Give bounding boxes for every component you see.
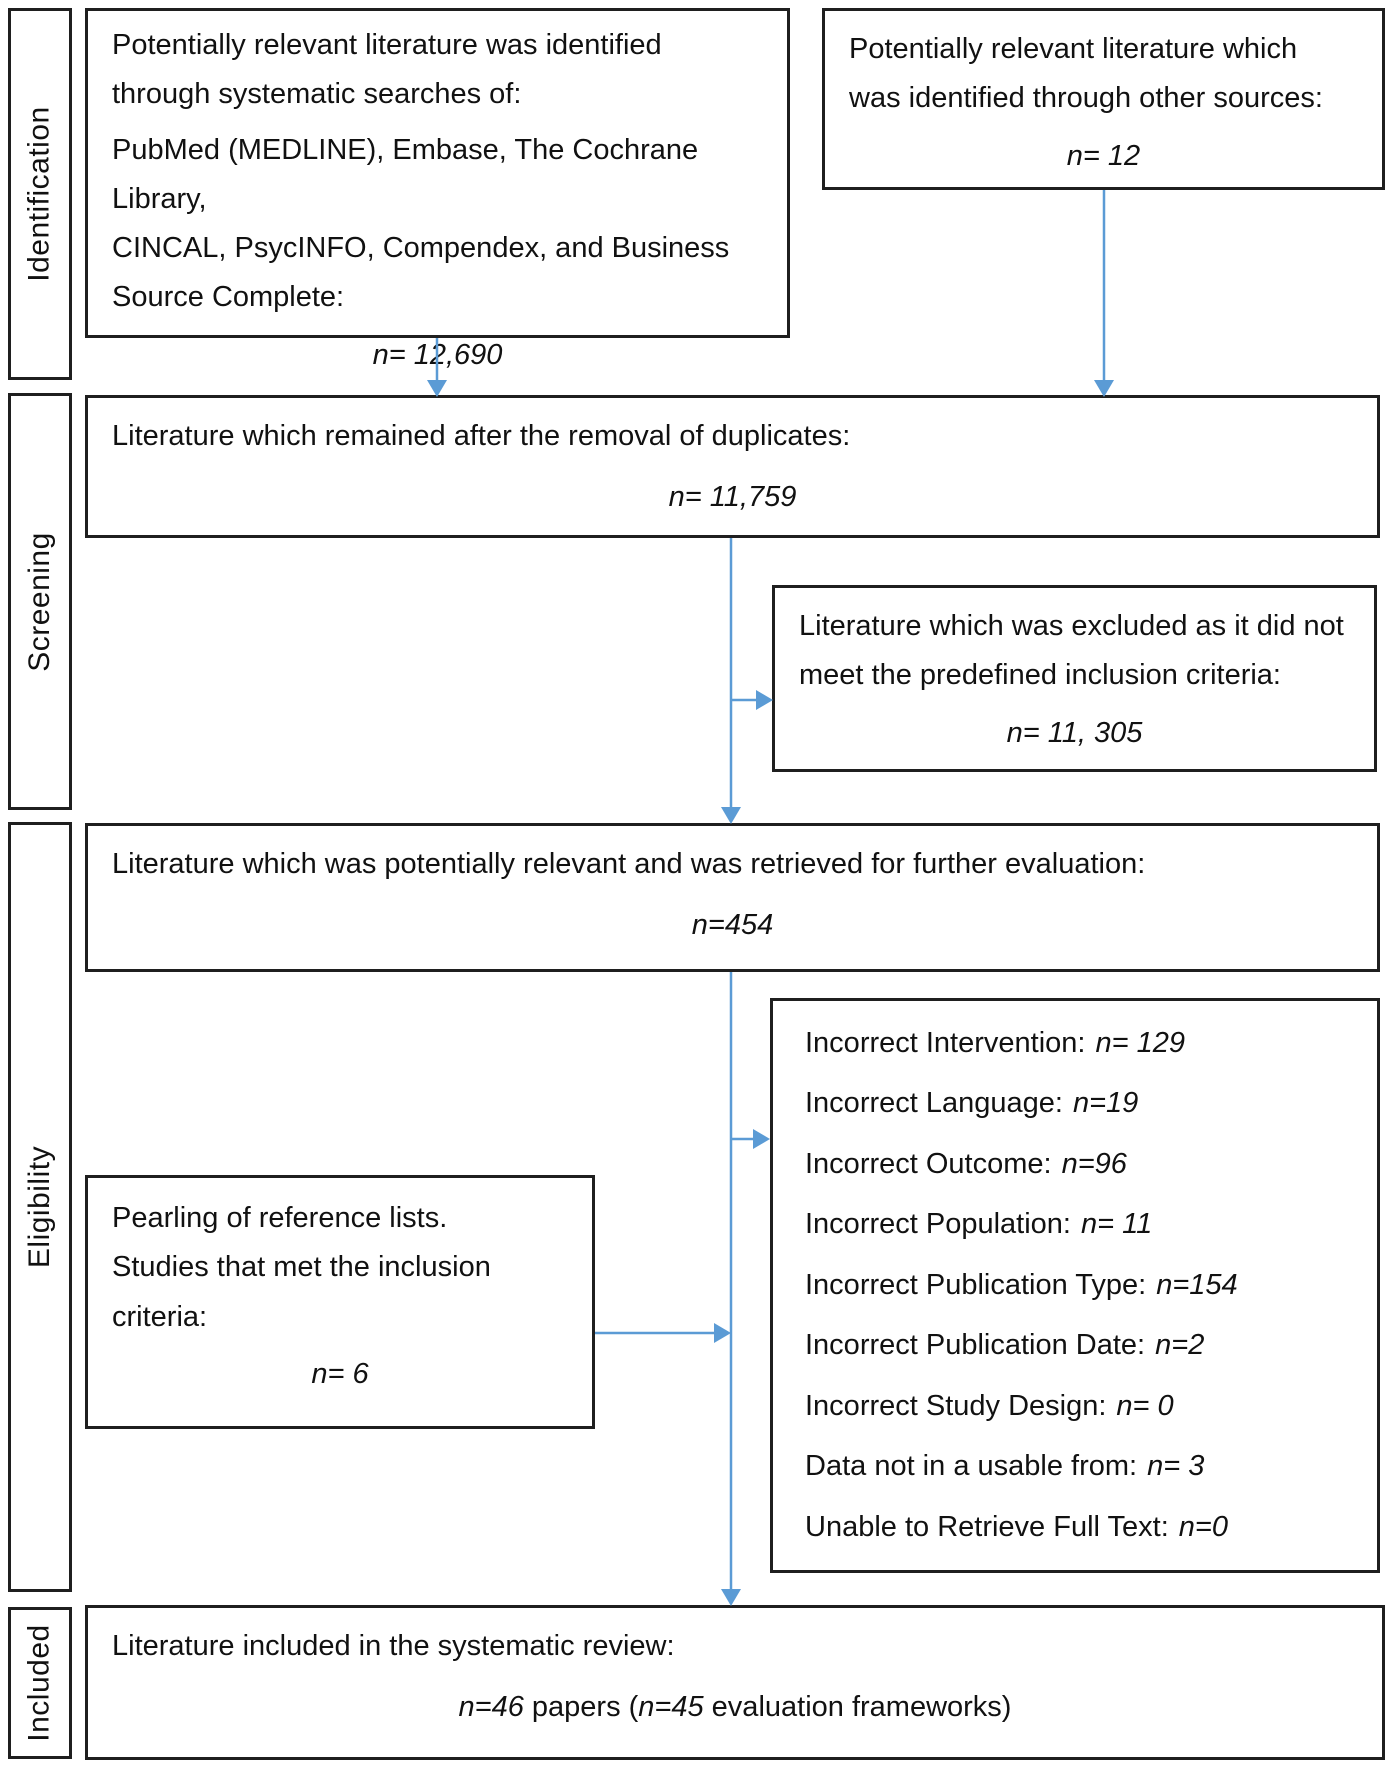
- exclusion-reason-item: Incorrect Outcome: n=96: [805, 1140, 1367, 1189]
- exclusion-reason-item: Incorrect Population: n= 11: [805, 1200, 1367, 1249]
- exclusion-reason-item: Incorrect Publication Type: n=154: [805, 1261, 1367, 1310]
- included-count-text-1: papers (: [523, 1691, 639, 1724]
- exclusion-reason-label: Incorrect Study Design:: [805, 1389, 1107, 1422]
- arrow-retrieved-to-included: [721, 972, 741, 1606]
- arrow-other-sources-to-dedup: [1094, 190, 1114, 397]
- dedup-description: Literature which remained after the remo…: [112, 420, 851, 452]
- stage-label-included-text: Included: [23, 1624, 56, 1742]
- stage-label-screening-text: Screening: [23, 531, 56, 672]
- exclusion-reason-item: Incorrect Study Design: n= 0: [805, 1382, 1367, 1431]
- identified-count: n= 12,690: [372, 338, 503, 371]
- exclusion-reason-value: n=154: [1156, 1268, 1238, 1301]
- other-sources-count: n= 12: [1066, 139, 1141, 172]
- box-other-sources: Potentially relevant literature which wa…: [822, 8, 1385, 190]
- excluded-count: n= 11, 305: [1006, 716, 1143, 749]
- exclusion-reason-item: Data not in a usable from: n= 3: [805, 1442, 1367, 1491]
- retrieved-count: n=454: [691, 909, 774, 942]
- exclusion-reason-label: Unable to Retrieve Full Text:: [805, 1511, 1169, 1543]
- box-excluded-screening: Literature which was excluded as it did …: [772, 585, 1377, 772]
- pearling-description: Pearling of reference lists. Studies tha…: [112, 1202, 491, 1333]
- exclusion-reason-value: n= 11: [1080, 1208, 1153, 1241]
- exclusion-reason-label: Incorrect Population:: [805, 1208, 1071, 1241]
- stage-label-identification-text: Identification: [23, 106, 57, 282]
- exclusion-reason-label: Incorrect Language:: [805, 1087, 1063, 1120]
- exclusion-reason-value: n= 0: [1116, 1389, 1174, 1422]
- included-count-text-2: evaluation frameworks): [703, 1691, 1012, 1724]
- box-retrieved-for-evaluation: Literature which was potentially relevan…: [85, 823, 1380, 972]
- retrieved-description: Literature which was potentially relevan…: [112, 848, 1146, 880]
- stage-label-eligibility-text: Eligibility: [23, 1145, 56, 1269]
- exclusion-reason-label: Data not in a usable from:: [805, 1450, 1138, 1483]
- exclusion-reason-label: Incorrect Outcome:: [805, 1147, 1052, 1180]
- pearling-count: n= 6: [311, 1357, 369, 1390]
- dedup-count: n= 11,759: [668, 481, 797, 514]
- exclusion-reason-item: Incorrect Language: n=19: [805, 1079, 1367, 1128]
- arrow-branch-to-exclusion-reasons: [731, 1129, 770, 1149]
- box-after-duplicate-removal: Literature which remained after the remo…: [85, 395, 1380, 538]
- exclusion-reason-label: Incorrect Publication Type:: [805, 1268, 1147, 1301]
- box-included-in-review: Literature included in the systematic re…: [85, 1605, 1385, 1760]
- exclusion-reason-label: Incorrect Intervention:: [805, 1026, 1086, 1059]
- exclusion-reason-item: Unable to Retrieve Full Text: n=0: [805, 1503, 1367, 1552]
- included-count-papers: n=46: [458, 1691, 524, 1724]
- other-sources-description: Potentially relevant literature which wa…: [849, 33, 1323, 115]
- identified-databases: PubMed (MEDLINE), Embase, The Cochrane L…: [112, 133, 730, 314]
- stage-label-included: Included: [8, 1607, 72, 1759]
- stage-label-eligibility: Eligibility: [8, 822, 72, 1592]
- stage-label-identification: Identification: [8, 8, 72, 380]
- identified-description: Potentially relevant literature was iden…: [112, 29, 662, 111]
- box-pearling: Pearling of reference lists. Studies tha…: [85, 1175, 595, 1429]
- exclusion-reason-label: Incorrect Publication Date:: [805, 1329, 1146, 1362]
- exclusion-reason-value: n= 3: [1147, 1450, 1205, 1483]
- excluded-description: Literature which was excluded as it did …: [799, 610, 1344, 692]
- exclusion-reason-item: Incorrect Publication Date: n=2: [805, 1321, 1367, 1370]
- stage-label-screening: Screening: [8, 393, 72, 810]
- included-count: n=46 papers (n=45 evaluation frameworks): [112, 1683, 1358, 1732]
- exclusion-reason-value: n= 129: [1095, 1026, 1185, 1059]
- exclusion-reason-value: n=2: [1155, 1329, 1205, 1362]
- exclusion-reason-value: n=0: [1178, 1511, 1228, 1543]
- exclusion-reason-value: n=19: [1072, 1087, 1139, 1120]
- exclusion-reason-item: Incorrect Intervention: n= 129: [805, 1019, 1367, 1068]
- arrow-pearling-to-flow: [595, 1323, 731, 1343]
- box-identified-systematic-search: Potentially relevant literature was iden…: [85, 8, 790, 371]
- arrow-branch-to-excluded: [731, 690, 773, 710]
- included-count-frameworks: n=45: [638, 1691, 704, 1724]
- exclusion-reason-value: n=96: [1061, 1147, 1127, 1180]
- included-description: Literature included in the systematic re…: [112, 1630, 675, 1662]
- arrow-dedup-to-retrieved: [721, 538, 741, 824]
